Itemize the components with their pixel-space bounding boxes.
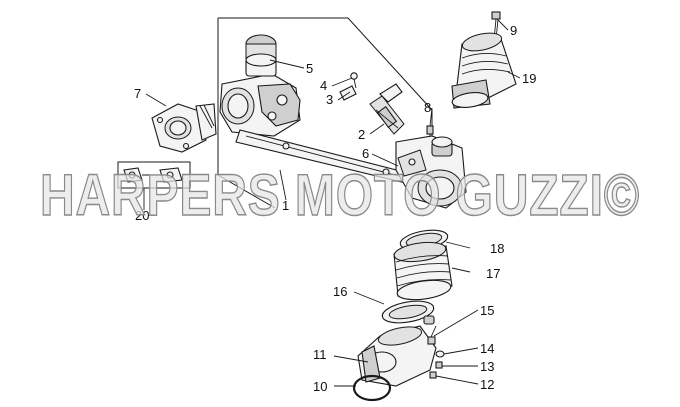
callout-labels: 1 2 3 4 5 6 7 8 9 10 11 12 13 14 15 16 1… — [134, 23, 536, 394]
part-19-intake-boot — [451, 32, 517, 109]
callout-13: 13 — [480, 359, 494, 374]
part-16-hose-clamp — [381, 300, 435, 325]
watermark-text: HARPERS MOTO GUZZI© — [40, 163, 640, 228]
callout-7: 7 — [134, 86, 141, 101]
right-throttle-body — [395, 135, 467, 209]
part-2-injector — [369, 83, 405, 135]
callout-15: 15 — [480, 303, 494, 318]
callout-19: 19 — [522, 71, 536, 86]
part-12-screw — [429, 371, 437, 379]
callout-10: 10 — [313, 379, 327, 394]
callout-3: 3 — [326, 92, 333, 107]
part-4-screw — [350, 72, 358, 89]
part-15-screw — [427, 325, 437, 345]
callout-2: 2 — [358, 127, 365, 142]
part-20-sensor-set — [117, 161, 191, 189]
callout-6: 6 — [362, 146, 369, 161]
part-11-intake-manifold — [357, 325, 437, 387]
part-10-o-ring — [352, 374, 392, 402]
callout-20: 20 — [135, 208, 149, 223]
leader-lines — [143, 19, 521, 387]
callout-18: 18 — [490, 241, 504, 256]
part-14-washer — [435, 350, 445, 358]
callout-1: 1 — [282, 198, 289, 213]
part-17-corrugated-sleeve — [393, 241, 453, 301]
left-throttle-body — [219, 34, 301, 137]
callout-16: 16 — [333, 284, 347, 299]
callout-4: 4 — [320, 78, 327, 93]
callout-17: 17 — [486, 266, 500, 281]
callout-11: 11 — [313, 347, 327, 362]
callout-8: 8 — [424, 100, 431, 115]
part-7-intake-flange — [151, 103, 217, 153]
callout-9: 9 — [510, 23, 517, 38]
part-13-nut — [435, 361, 443, 369]
callout-5: 5 — [306, 61, 313, 76]
callout-14: 14 — [480, 341, 494, 356]
callout-12: 12 — [480, 377, 494, 392]
